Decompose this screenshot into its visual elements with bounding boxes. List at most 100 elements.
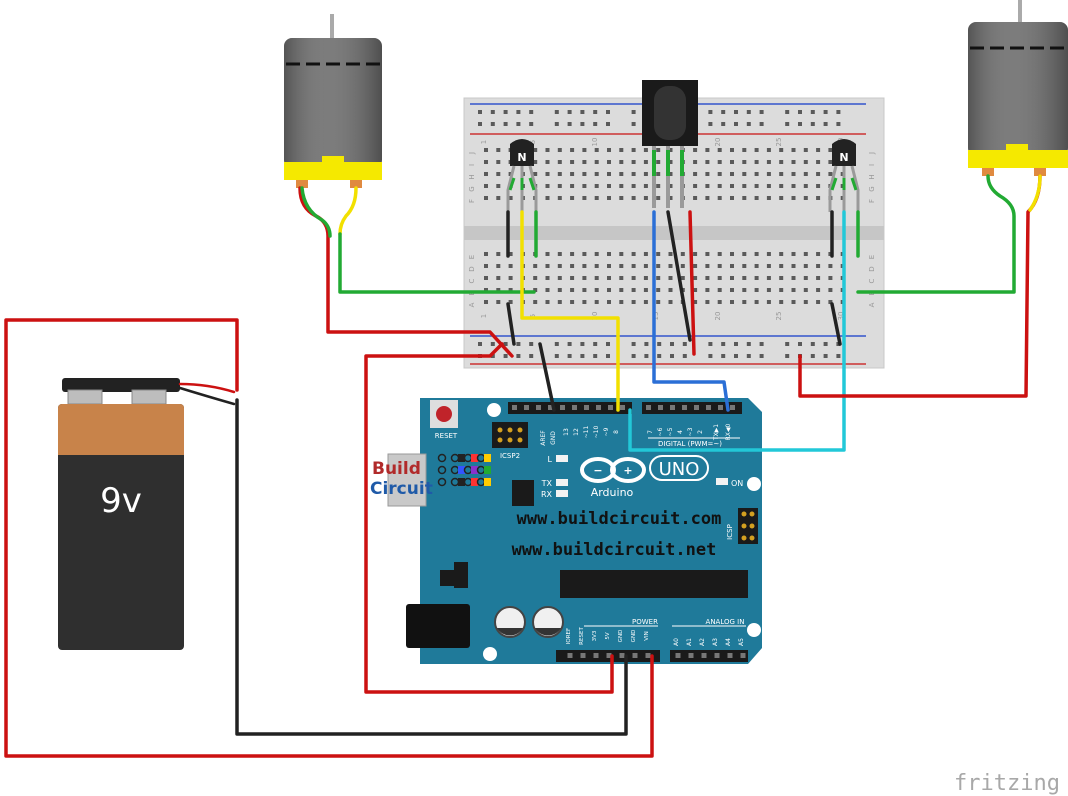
breadboard-col-number: 10: [591, 138, 599, 147]
aref-label: AREF: [540, 430, 547, 446]
analog-header: [670, 650, 748, 662]
url-com: www.buildcircuit.com: [517, 509, 722, 529]
power-pin-label: GND: [618, 630, 624, 643]
wires: [4, 174, 1042, 758]
analog-pin-label: A1: [686, 638, 693, 646]
transistor-left: N: [506, 139, 538, 212]
digital-pin-label: 2: [697, 430, 704, 434]
arduino-brand-label: Arduino: [591, 486, 634, 499]
analog-pin-label: A5: [738, 638, 745, 646]
digital-header-right: [642, 402, 742, 414]
wire-battery-negative: [235, 398, 628, 736]
wire-motor-left-lead-green: [300, 186, 332, 238]
breadboard-col-number: 5: [529, 314, 537, 318]
url-net: www.buildcircuit.net: [512, 540, 717, 560]
wire-ir-vcc: [688, 210, 696, 356]
battery-label: 9v: [100, 481, 142, 521]
breadboard-row-letter: H: [468, 174, 476, 179]
power-pin-label: VIN: [644, 631, 650, 641]
breadboard-row-letter: I: [868, 164, 876, 166]
breadboard-row-letter: A: [468, 302, 476, 307]
power-label: POWER: [632, 618, 658, 626]
uno-label: UNO: [659, 459, 700, 480]
ir-receiver: [642, 80, 698, 208]
breadboard-col-number: 5: [529, 140, 537, 144]
breadboard-col-number: 1: [480, 314, 488, 318]
breadboard-row-letter: C: [868, 278, 876, 283]
digital-label: DIGITAL (PWM=~): [658, 440, 722, 448]
icsp-label: ICSP: [726, 524, 734, 540]
analog-pin-label: A2: [699, 638, 706, 646]
digital-pin-label: 13: [563, 428, 570, 436]
power-pin-label: 3V3: [592, 630, 598, 641]
battery-clip-red: [178, 382, 236, 394]
fritzing-watermark: fritzing: [954, 771, 1060, 796]
wire-motor-right-green: [856, 174, 1016, 294]
breadboard-row-letter: H: [868, 174, 876, 179]
digital-pin-label: ~3: [687, 427, 694, 436]
led-l-label: L: [548, 455, 553, 464]
wire-gnd-arduino: [538, 342, 556, 412]
wire-5v-rail: [364, 342, 614, 694]
digital-pin-label: RX◀0: [725, 423, 732, 440]
breadboard-col-number: 15: [652, 312, 660, 321]
icsp2-label: ICSP2: [500, 452, 520, 460]
breadboard-col-number: 10: [591, 312, 599, 321]
breadboard-col-number: 20: [714, 138, 722, 147]
digital-pin-label: ~9: [603, 427, 610, 436]
breadboard-row-letter: D: [468, 266, 476, 271]
logo-line1: Build: [372, 459, 421, 479]
motor-left: [284, 14, 382, 188]
led-rx: [556, 490, 568, 497]
breadboard-row-letter: A: [868, 302, 876, 307]
motor-right: [968, 0, 1068, 176]
breadboard-row-letter: C: [468, 278, 476, 283]
breadboard-col-number: 25: [775, 138, 783, 147]
breadboard-row-letter: E: [468, 255, 476, 259]
digital-pin-label: 4: [677, 430, 684, 434]
gnd-label: GND: [550, 431, 557, 445]
breadboard-row-letter: J: [868, 152, 876, 155]
arduino-logo: − +: [580, 457, 646, 483]
led-l: [556, 455, 568, 462]
breadboard-row-letter: G: [468, 186, 476, 191]
transistor-right: N: [828, 139, 860, 212]
breadboard-row-letter: G: [868, 186, 876, 191]
transistor-right-mark: N: [839, 151, 848, 164]
battery-9v: 9v: [58, 378, 184, 650]
led-tx: [556, 479, 568, 486]
wire-battery-positive: [4, 318, 654, 758]
wire-ir-gnd: [666, 210, 692, 342]
wire-motor-left-lead-yellow: [338, 186, 358, 236]
breadboard-row-letter: J: [468, 152, 476, 155]
analog-pin-label: A4: [725, 638, 732, 646]
digital-pin-label: TX▶1: [713, 424, 720, 441]
power-pin-label: 5V: [605, 632, 611, 639]
breadboard-row-letter: F: [468, 199, 476, 203]
led-tx-label: TX: [541, 479, 553, 488]
led-rx-label: RX: [541, 490, 553, 499]
led-on: [716, 478, 728, 485]
breadboard-row-letter: F: [868, 199, 876, 203]
breadboard-row-letter: D: [868, 266, 876, 271]
breadboard-col-number: 25: [775, 312, 783, 321]
svg-text:−: −: [593, 464, 602, 477]
led-on-label: ON: [731, 479, 743, 488]
breadboard-col-number: 20: [714, 312, 722, 321]
svg-text:+: +: [623, 464, 632, 477]
digital-pin-label: ~11: [583, 425, 590, 438]
power-pin-label: RESET: [579, 627, 585, 645]
breadboard-row-letter: E: [868, 255, 876, 259]
wire-motor-left-green: [338, 232, 536, 294]
breadboard-col-number: 30: [837, 312, 845, 321]
power-pin-label: GND: [631, 630, 637, 643]
digital-pin-label: ~5: [667, 427, 674, 436]
logo-line2: Circuit: [370, 479, 433, 499]
digital-pin-label: 8: [613, 430, 620, 434]
reset-label: RESET: [435, 432, 458, 440]
wire-pin9-yellow: [520, 210, 620, 412]
analog-label: ANALOG IN: [706, 618, 745, 626]
battery-clip-black: [178, 386, 236, 406]
digital-pin-label: 7: [647, 430, 654, 434]
